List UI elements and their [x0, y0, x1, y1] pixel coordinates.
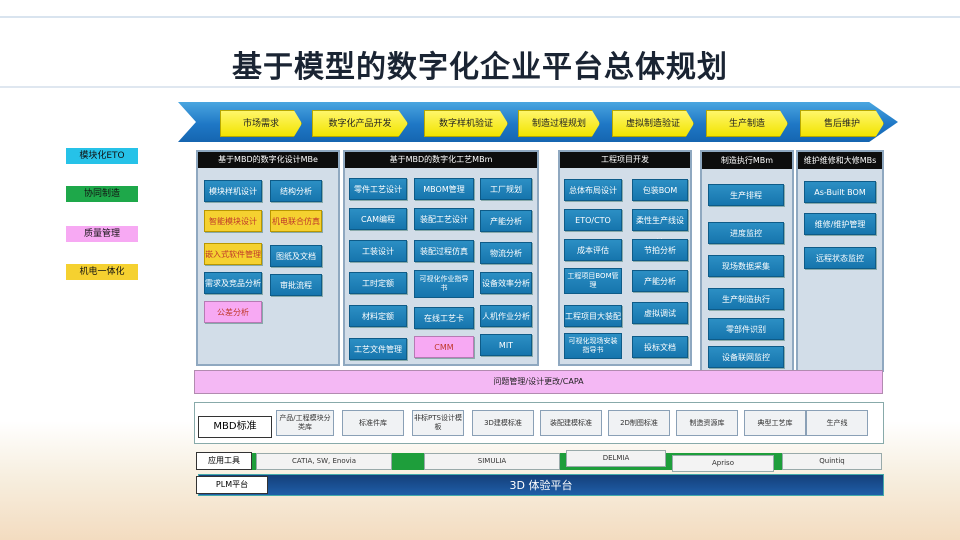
- maintenance-item: 远程状态监控: [804, 247, 876, 269]
- platform-bar: 3D 体验平台: [198, 474, 884, 496]
- project-item: ETO/CTO: [564, 209, 622, 231]
- tool-item: Quintiq: [782, 453, 882, 470]
- design-item: 结构分析: [270, 180, 322, 202]
- process-panel-title: 基于MBD的数字化工艺MBm: [345, 152, 537, 168]
- tool-item: SIMULIA: [424, 453, 560, 470]
- project-item: 虚拟调试: [632, 302, 688, 324]
- project-item: 可视化现场安装指导书: [564, 333, 622, 359]
- process-item: CAM编程: [349, 208, 407, 230]
- project-item: 总体布局设计: [564, 179, 622, 201]
- design-item: 嵌入式软件管理: [204, 243, 262, 265]
- project-item: 产能分析: [632, 270, 688, 292]
- process-item: MIT: [480, 334, 532, 356]
- process-item: 可视化作业指导书: [414, 270, 474, 298]
- design-panel-title: 基于MBD的数字化设计MBe: [198, 152, 338, 168]
- project-item: 包装BOM: [632, 179, 688, 201]
- design-item: 智能模块设计: [204, 210, 262, 232]
- project-item: 工程项目大装配: [564, 305, 622, 327]
- execution-panel-title: 制造执行MBm: [702, 152, 792, 169]
- execution-item: 设备联网监控: [708, 346, 784, 368]
- legend-quality: 质量管理: [66, 226, 138, 242]
- process-item: CMM: [414, 336, 474, 358]
- execution-item: 生产制造执行: [708, 288, 784, 310]
- standard-item: 产品/工程模块分类库: [276, 410, 334, 436]
- process-item: 在线工艺卡: [414, 307, 474, 329]
- step-product-dev: 数字化产品开发: [312, 110, 408, 137]
- process-item: 材料定额: [349, 305, 407, 327]
- design-item: 审批流程: [270, 274, 322, 296]
- execution-item: 现场数据采集: [708, 255, 784, 277]
- standard-item: 装配建模标准: [540, 410, 602, 436]
- title-divider: [0, 86, 960, 88]
- legend-mechatronics: 机电一体化: [66, 264, 138, 280]
- standard-item: 3D建模标准: [472, 410, 534, 436]
- project-item: 节拍分析: [632, 239, 688, 261]
- process-item: 产能分析: [480, 210, 532, 232]
- project-item: 成本评估: [564, 239, 622, 261]
- process-item: 工装设计: [349, 240, 407, 262]
- execution-item: 进度监控: [708, 222, 784, 244]
- step-after-sales: 售后维护: [800, 110, 884, 137]
- step-virtual: 虚拟制造验证: [612, 110, 694, 137]
- project-item: 柔性生产线设计: [632, 209, 688, 247]
- project-panel-title: 工程项目开发: [560, 152, 690, 168]
- maintenance-item: 维修/维护管理: [804, 213, 876, 235]
- process-item: 零件工艺设计: [349, 178, 407, 200]
- process-item: 设备效率分析: [480, 272, 532, 294]
- quality-capa-bar: 问题管理/设计更改/CAPA: [194, 370, 883, 394]
- project-item: 投标文档: [632, 336, 688, 358]
- process-item: 工厂规划: [480, 178, 532, 200]
- step-production: 生产制造: [706, 110, 788, 137]
- process-item: 装配工艺设计: [414, 208, 474, 230]
- step-prototype: 数字样机验证: [424, 110, 508, 137]
- legend-collab: 协同制造: [66, 186, 138, 202]
- tools-label: 应用工具: [196, 452, 252, 470]
- standard-item: 制造资源库: [676, 410, 738, 436]
- standard-item: 2D制图标准: [608, 410, 670, 436]
- process-item: 工时定额: [349, 272, 407, 294]
- standard-item: 非标PTS设计模板: [412, 410, 464, 436]
- standard-item: 标准件库: [342, 410, 404, 436]
- standard-item: 典型工艺库: [744, 410, 806, 436]
- plm-label: PLM平台: [196, 476, 268, 494]
- process-item: 工艺文件管理: [349, 338, 407, 360]
- step-planning: 制造过程规划: [518, 110, 600, 137]
- step-market: 市场需求: [220, 110, 302, 137]
- process-item: 人机作业分析: [480, 305, 532, 327]
- mbd-standard-label: MBD标准: [198, 416, 272, 438]
- legend-eto: 模块化ETO: [66, 148, 138, 164]
- execution-item: 零部件识别: [708, 318, 784, 340]
- project-item: 工程项目BOM管理: [564, 268, 622, 294]
- design-item: 模块样机设计: [204, 180, 262, 202]
- process-item: 物流分析: [480, 242, 532, 264]
- design-item: 公差分析: [204, 301, 262, 323]
- design-item: 需求及竞品分析: [204, 272, 262, 294]
- page-title: 基于模型的数字化企业平台总体规划: [232, 50, 728, 85]
- maintenance-item: As-Built BOM: [804, 181, 876, 203]
- design-item: 图纸及文档: [270, 245, 322, 267]
- tool-item: Apriso: [672, 455, 774, 472]
- process-item: MBOM管理: [414, 178, 474, 200]
- design-item: 机电联合仿真: [270, 210, 322, 232]
- maintenance-panel-title: 维护维修和大修MBs: [798, 152, 882, 169]
- process-item: 装配过程仿真: [414, 240, 474, 262]
- top-divider: [0, 16, 960, 18]
- execution-item: 生产排程: [708, 184, 784, 206]
- tool-item: DELMIA: [566, 450, 666, 467]
- standard-item: 生产线: [806, 410, 868, 436]
- tool-item: CATIA, SW, Enovia: [256, 453, 392, 470]
